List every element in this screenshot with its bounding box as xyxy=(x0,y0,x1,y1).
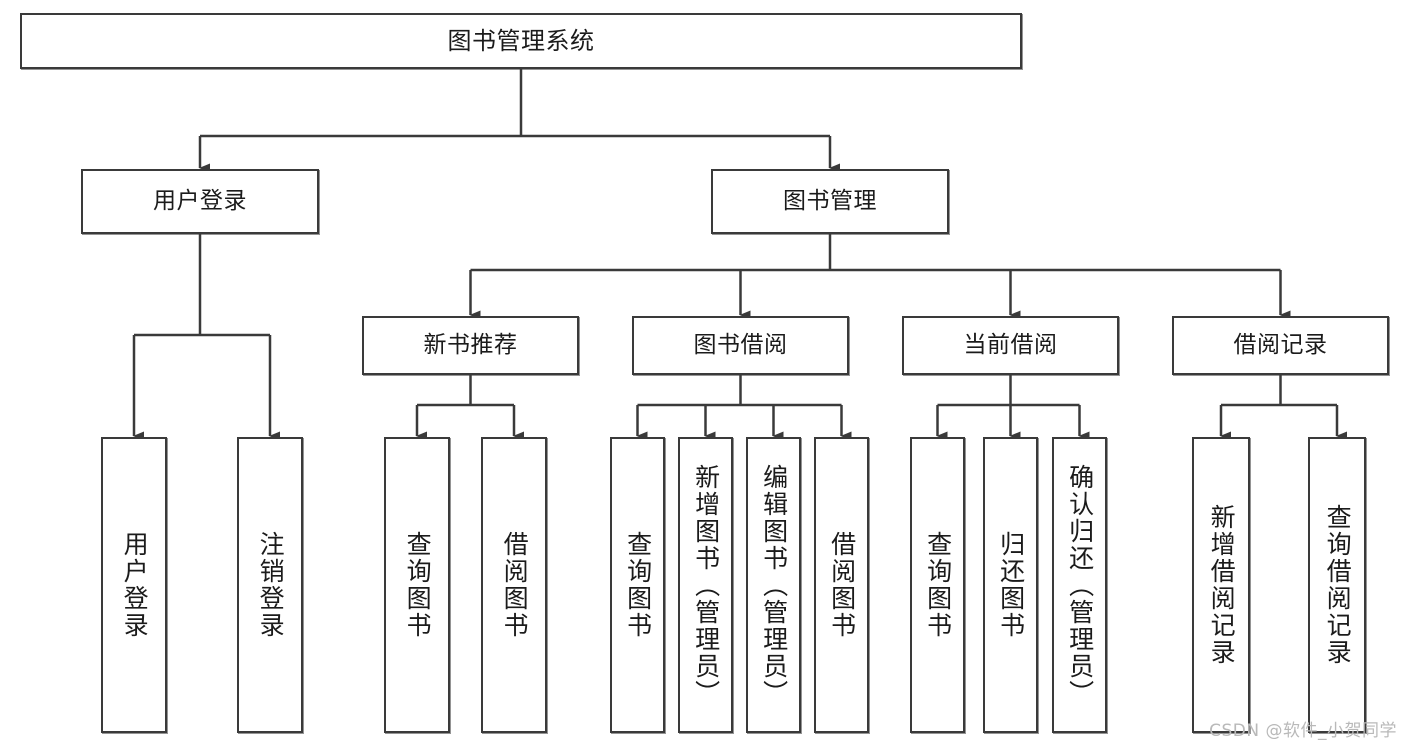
node-label: 查询图书 xyxy=(623,531,653,639)
node-label: 图书管理 xyxy=(783,187,877,214)
connector-edges xyxy=(132,69,1347,441)
node-label: 归还图书 xyxy=(996,531,1026,639)
node-label: 图书管理系统 xyxy=(447,26,595,55)
node-book-management[interactable]: 图书管理 xyxy=(711,169,949,234)
node-leaf-borrow-book-recommend[interactable]: 借阅图书 xyxy=(481,437,547,733)
node-label: 当前借阅 xyxy=(963,331,1058,358)
node-label: 查询借阅记录 xyxy=(1323,504,1353,666)
node-book-borrowing[interactable]: 图书借阅 xyxy=(632,316,849,375)
node-leaf-edit-book-admin[interactable]: 编辑图书（管理员） xyxy=(746,437,801,733)
node-label: 新增图书（管理员） xyxy=(691,463,721,707)
csdn-watermark: CSDN @软件_小贺同学 xyxy=(1209,721,1397,741)
node-label: 借阅记录 xyxy=(1233,331,1328,358)
node-label: 注销登录 xyxy=(256,531,286,639)
node-label: 图书借阅 xyxy=(693,331,788,358)
node-leaf-add-borrow-record[interactable]: 新增借阅记录 xyxy=(1192,437,1250,733)
node-label: 确认归还（管理员） xyxy=(1065,463,1095,707)
node-label: 借阅图书 xyxy=(500,531,530,639)
node-leaf-confirm-return-admin[interactable]: 确认归还（管理员） xyxy=(1052,437,1107,733)
node-leaf-query-book-borrowing[interactable]: 查询图书 xyxy=(610,437,665,733)
node-current-borrowing[interactable]: 当前借阅 xyxy=(902,316,1119,375)
node-leaf-query-book-current[interactable]: 查询图书 xyxy=(910,437,965,733)
node-label: 新书推荐 xyxy=(423,331,518,358)
node-leaf-logout[interactable]: 注销登录 xyxy=(237,437,303,733)
node-label: 查询图书 xyxy=(403,531,433,639)
node-leaf-query-book-recommend[interactable]: 查询图书 xyxy=(384,437,450,733)
node-root-system[interactable]: 图书管理系统 xyxy=(20,13,1022,69)
node-leaf-add-book-admin[interactable]: 新增图书（管理员） xyxy=(678,437,733,733)
node-label: 用户登录 xyxy=(153,187,247,214)
node-label: 新增借阅记录 xyxy=(1207,504,1237,666)
node-label: 借阅图书 xyxy=(827,531,857,639)
node-label: 查询图书 xyxy=(923,531,953,639)
node-label: 编辑图书（管理员） xyxy=(759,463,789,707)
node-leaf-user-login[interactable]: 用户登录 xyxy=(101,437,167,733)
node-user-login[interactable]: 用户登录 xyxy=(81,169,319,234)
node-leaf-borrow-book[interactable]: 借阅图书 xyxy=(814,437,869,733)
node-new-book-recommendation[interactable]: 新书推荐 xyxy=(362,316,579,375)
node-leaf-query-borrow-record[interactable]: 查询借阅记录 xyxy=(1308,437,1366,733)
node-borrowing-records[interactable]: 借阅记录 xyxy=(1172,316,1389,375)
node-leaf-return-book[interactable]: 归还图书 xyxy=(983,437,1038,733)
node-label: 用户登录 xyxy=(120,531,150,639)
